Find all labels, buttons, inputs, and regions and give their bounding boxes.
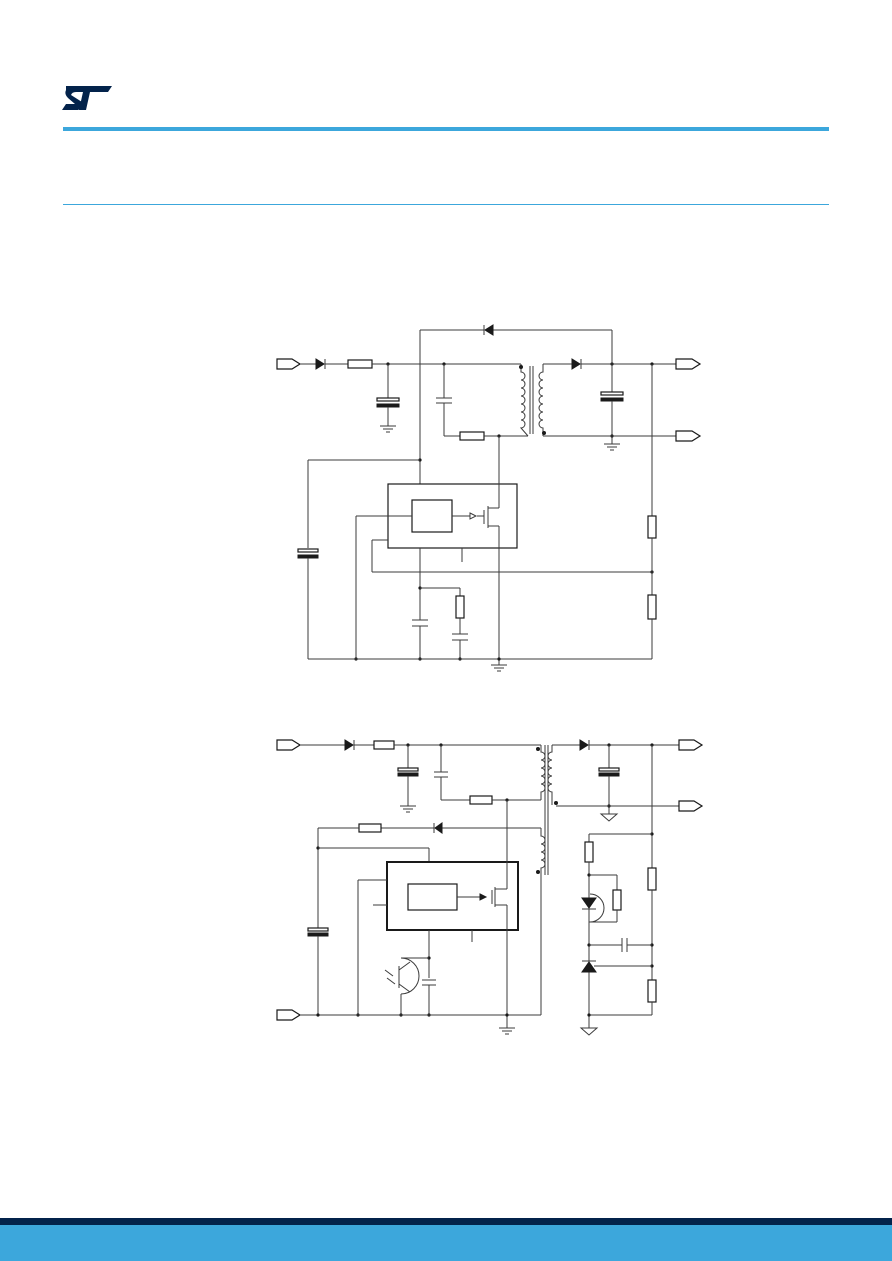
- output-diode-icon: [571, 358, 581, 370]
- auxiliary-diode-icon: [484, 324, 494, 336]
- optocoupler-led-icon: [581, 897, 597, 909]
- auxiliary-resistor-icon: [358, 823, 382, 833]
- input-diode-icon: [315, 358, 325, 370]
- output-diode-icon: [579, 739, 589, 751]
- return-connector-icon: [276, 1009, 302, 1021]
- optotransistor-icon: [400, 957, 420, 995]
- comp-resistor-icon: [455, 595, 465, 619]
- auxiliary-diode-icon: [434, 822, 443, 834]
- snubber-resistor-icon: [459, 431, 485, 441]
- output-positive-connector-icon: [678, 739, 704, 751]
- input-resistor-icon: [347, 359, 373, 369]
- divider-upper-resistor-icon: [647, 867, 657, 891]
- vcc-capacitor-icon: [297, 548, 319, 553]
- snubber-resistor-icon: [469, 795, 493, 805]
- output-ground-icon: [599, 813, 619, 822]
- transformer-auxiliary-icon: [540, 828, 546, 875]
- vcc-capacitor-icon: [307, 927, 329, 932]
- divider-lower-resistor-icon: [647, 979, 657, 1003]
- divider-upper-resistor-icon: [647, 515, 657, 539]
- input-connector-icon: [276, 358, 302, 370]
- output-capacitor-icon: [600, 391, 624, 396]
- flyback-optocoupler-feedback-schematic: [276, 739, 704, 1036]
- footer-band-dark: [0, 1218, 892, 1225]
- secondary-ground-icon: [579, 1027, 599, 1036]
- led-resistor-icon: [584, 841, 594, 863]
- bulk-capacitor-icon: [397, 767, 419, 772]
- output-positive-connector-icon: [675, 358, 702, 370]
- output-capacitor-icon: [598, 767, 620, 772]
- header-rule: [63, 127, 829, 131]
- bulk-capacitor-icon: [376, 397, 400, 402]
- st-logo-icon: [62, 86, 112, 110]
- output-return-connector-icon: [675, 430, 702, 442]
- input-resistor-icon: [373, 740, 395, 750]
- input-connector-icon: [276, 739, 302, 751]
- transformer-primary-icon: [519, 364, 529, 437]
- section-rule: [63, 204, 829, 205]
- control-logic-block: [407, 883, 458, 911]
- transformer-primary-icon: [540, 745, 546, 800]
- output-return-connector-icon: [678, 800, 704, 812]
- flyback-primary-regulation-schematic: [276, 324, 702, 672]
- control-logic-block: [411, 499, 453, 533]
- divider-lower-resistor-icon: [647, 594, 657, 620]
- shunt-regulator-icon: [581, 961, 597, 973]
- transformer-secondary-icon: [538, 364, 544, 436]
- bias-resistor-icon: [612, 889, 622, 911]
- transformer-secondary-icon: [547, 745, 553, 805]
- input-diode-icon: [344, 739, 354, 751]
- footer-band: [0, 1225, 892, 1261]
